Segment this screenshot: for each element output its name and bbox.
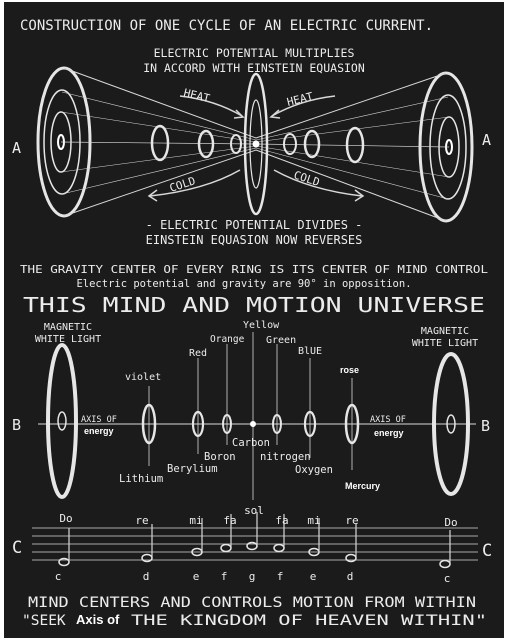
- solfege-sol: sol: [244, 504, 264, 517]
- multiplies-line-1: ELECTRIC POTENTIAL MULTIPLIES: [154, 46, 355, 60]
- solfege-do: Do: [59, 512, 72, 525]
- ring-blue: [303, 410, 317, 438]
- ring-rose: [344, 403, 360, 445]
- heat-label-left: HEAT: [182, 86, 211, 105]
- element-annotation-mercury: Mercury: [345, 481, 380, 491]
- label-b-left: B: [12, 416, 21, 434]
- solfege-re: re: [135, 514, 148, 527]
- magnetic-ring-left: [46, 343, 78, 499]
- ring-yellow-center: [250, 421, 256, 427]
- letter-d: d: [143, 570, 150, 583]
- diagram-title: CONSTRUCTION OF ONE CYCLE OF AN ELECTRIC…: [20, 18, 433, 34]
- bottom-seek: "SEEK: [22, 613, 66, 629]
- color-label-red: Red: [189, 348, 207, 359]
- magnetic-ring-right-core: [446, 414, 456, 434]
- gravity-line-1: THE GRAVITY CENTER OF EVERY RING IS ITS …: [20, 264, 488, 276]
- universe-heading: THIS MIND AND MOTION UNIVERSE: [23, 293, 485, 317]
- solfege-fa-2: fa: [275, 514, 288, 527]
- axis-of-left: AXIS OF: [81, 415, 117, 425]
- heat-label-right: HEAT: [286, 90, 315, 109]
- element-label-nitrogen: nitrogen: [260, 451, 311, 463]
- label-a-right: A: [482, 131, 491, 149]
- center-ring-outer: [243, 72, 269, 216]
- letter-c-2: c: [444, 572, 451, 585]
- color-label-green: Green: [266, 335, 296, 346]
- top-cone-diagram: [36, 66, 474, 223]
- magnetic-left-1: MAGNETIC: [44, 322, 92, 333]
- energy-annotation-right: energy: [374, 428, 404, 438]
- letter-c: c: [55, 570, 62, 583]
- magnetic-right-2: WHITE LIGHT: [412, 338, 478, 349]
- center-point: [252, 140, 260, 148]
- color-label-orange: Orange: [210, 334, 245, 345]
- ring-green: [272, 414, 282, 434]
- solfege-do-2: Do: [444, 516, 457, 529]
- magnetic-right-1: MAGNETIC: [421, 326, 469, 337]
- ring-red: [191, 410, 205, 438]
- letter-d-2: d: [347, 570, 354, 583]
- letter-e: e: [193, 570, 200, 583]
- energy-annotation-left: energy: [84, 426, 114, 436]
- label-c-right: C: [482, 541, 492, 561]
- gravity-line-2: Electric potential and gravity are 90° i…: [76, 278, 411, 290]
- solfege-mi: mi: [189, 514, 202, 527]
- bottom-axis-of-annotation: Axis of: [76, 612, 120, 627]
- color-label-violet: violet: [125, 372, 161, 383]
- magnetic-ring-left-core: [57, 411, 67, 431]
- ring-violet: [141, 403, 157, 445]
- spectrum-diagram: [38, 332, 476, 500]
- ring-left-2: [197, 129, 215, 159]
- multiplies-line-2: IN ACCORD WITH EINSTEIN EQUASION: [143, 61, 365, 75]
- ring-right-3: [283, 133, 297, 155]
- cold-arrow-left: [149, 169, 241, 197]
- ring-right-1: [345, 126, 365, 164]
- letter-g: g: [249, 570, 256, 583]
- color-label-blue: BlUE: [298, 346, 322, 357]
- music-staff: [32, 527, 478, 561]
- solfege-fa: fa: [223, 514, 236, 527]
- magnetic-left-2: WHITE LIGHT: [35, 334, 101, 345]
- divides-line-2: EINSTEIN EQUASION NOW REVERSES: [146, 233, 363, 247]
- heat-arrow-right: [271, 95, 336, 117]
- bottom-line-2-rest: THE KINGDOM OF HEAVEN WITHIN": [131, 613, 487, 629]
- element-label-carbon: Carbon: [232, 437, 270, 449]
- cold-arrow-right: [273, 169, 363, 197]
- ring-right-2: [303, 129, 321, 159]
- magnetic-ring-right: [432, 352, 470, 496]
- label-b-right: B: [481, 417, 490, 435]
- ring-orange: [222, 414, 232, 434]
- letter-f-2: f: [277, 570, 284, 583]
- ring-left-3: [230, 134, 242, 154]
- letter-e-2: e: [310, 570, 317, 583]
- divides-line-1: - ELECTRIC POTENTIAL DIVIDES -: [146, 218, 363, 232]
- element-label-oxygen: Oxygen: [295, 464, 333, 476]
- element-label-lithium: Lithium: [119, 473, 163, 485]
- color-label-yellow: Yellow: [243, 320, 280, 331]
- axis-of-right: AXIS OF: [370, 415, 406, 425]
- label-a-left: A: [12, 139, 21, 157]
- solfege-mi-2: mi: [307, 514, 320, 527]
- bottom-line-1: MIND CENTERS AND CONTROLS MOTION FROM WI…: [28, 595, 476, 611]
- solfege-re-2: re: [345, 514, 358, 527]
- element-label-boron: Boron: [204, 451, 236, 463]
- element-label-berylium: Berylium: [167, 463, 218, 475]
- music-notes: [58, 512, 451, 569]
- heat-arrow-left: [179, 95, 243, 117]
- ring-left-1: [150, 124, 170, 162]
- letter-f: f: [221, 570, 228, 583]
- label-c-left: C: [12, 538, 22, 558]
- center-ring-inner: [249, 99, 263, 189]
- color-annotation-rose: rose: [340, 365, 359, 375]
